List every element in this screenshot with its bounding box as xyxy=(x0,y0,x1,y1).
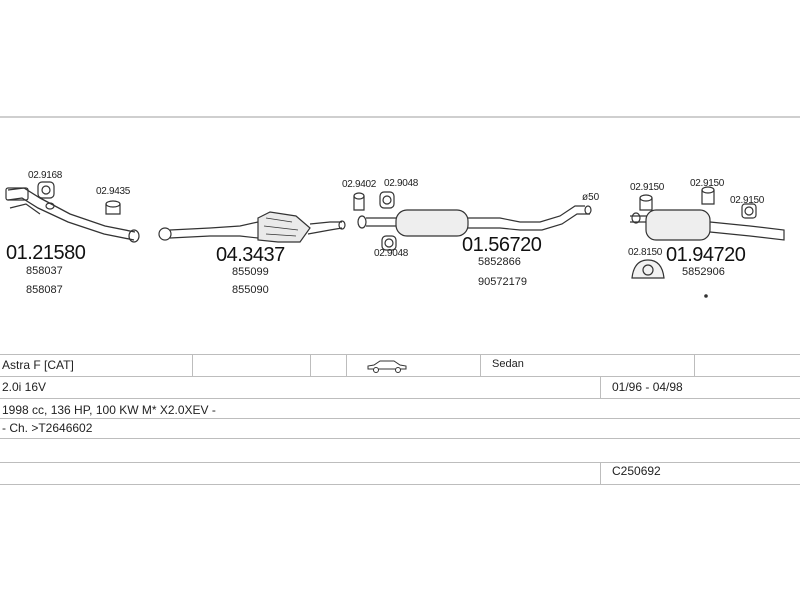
part-number-sub: 855090 xyxy=(232,284,269,296)
part-number-main: 01.56720 xyxy=(462,234,542,256)
mount-02-8150-drawing xyxy=(631,259,665,279)
small-part-number: 02.9402 xyxy=(342,179,377,190)
part-number-sub: 90572179 xyxy=(478,276,527,288)
table-divider xyxy=(600,462,601,484)
small-part-number: 02.9168 xyxy=(28,170,63,181)
table-rule xyxy=(0,462,800,463)
part-number-sub: 858037 xyxy=(26,265,63,277)
clamp-02-9048b-drawing xyxy=(381,235,397,251)
table-rule xyxy=(0,484,800,485)
table-rule xyxy=(0,398,800,399)
vehicle-code: C250692 xyxy=(612,464,661,478)
hanger-02-9150b-drawing xyxy=(701,186,715,205)
car-body-icon xyxy=(366,359,408,376)
vehicle-body: Sedan xyxy=(492,358,524,370)
small-part-number: 02.8150 xyxy=(628,247,663,258)
table-rule xyxy=(0,354,800,355)
small-part-number: 02.9150 xyxy=(690,178,725,189)
table-rule xyxy=(0,438,800,439)
vehicle-engine: 2.0i 16V xyxy=(2,380,47,394)
exhaust-drawing xyxy=(5,181,785,298)
part-number-main: 01.94720 xyxy=(666,244,746,266)
rear-silencer-drawing xyxy=(630,186,785,298)
table-divider xyxy=(346,354,347,376)
table-divider xyxy=(310,354,311,376)
part-number-sub: 858087 xyxy=(26,284,63,296)
clamp-02-9048a-drawing xyxy=(379,191,395,209)
part-number-sub: 855099 xyxy=(232,266,269,278)
small-part-number: 02.9150 xyxy=(630,182,665,193)
table-rule xyxy=(0,418,800,419)
table-divider xyxy=(694,354,695,376)
vehicle-chassis: - Ch. >T2646602 xyxy=(2,421,93,435)
small-part-number: 02.9048 xyxy=(384,178,419,189)
part-number-main: 04.3437 xyxy=(216,244,285,266)
small-part-number: 02.9150 xyxy=(730,195,765,206)
hanger-02-9150c-drawing xyxy=(741,203,757,219)
part-number-main: 01.21580 xyxy=(6,242,86,264)
table-rule xyxy=(0,376,800,377)
clamp-02-9435-drawing xyxy=(105,200,121,215)
vehicle-years: 01/96 - 04/98 xyxy=(612,380,683,394)
center-silencer-drawing xyxy=(353,191,592,251)
exhaust-diagram: 01.21580 858037 858087 04.3437 855099 85… xyxy=(0,118,800,354)
hanger-02-9150a-drawing xyxy=(639,194,653,211)
vehicle-model: Astra F [CAT] xyxy=(2,358,74,372)
pipe-diameter-label: ø50 xyxy=(582,192,600,203)
clamp-02-9168-drawing xyxy=(37,181,55,199)
table-divider xyxy=(600,376,601,398)
part-number-sub: 5852866 xyxy=(478,256,521,268)
table-divider xyxy=(480,354,481,376)
small-part-number: 02.9048 xyxy=(374,248,409,259)
small-part-number: 02.9435 xyxy=(96,186,131,197)
table-divider xyxy=(192,354,193,376)
top-border xyxy=(0,116,800,118)
front-pipe-drawing xyxy=(5,187,140,243)
catalytic-converter-drawing xyxy=(158,211,346,243)
part-number-sub: 5852906 xyxy=(682,266,725,278)
vehicle-spec: 1998 cc, 136 HP, 100 KW M* X2.0XEV - xyxy=(2,403,216,417)
clamp-02-9402-drawing xyxy=(353,192,365,211)
vehicle-info-table: Astra F [CAT] Sedan 2.0i 16V 01/96 - 04/… xyxy=(0,354,800,486)
